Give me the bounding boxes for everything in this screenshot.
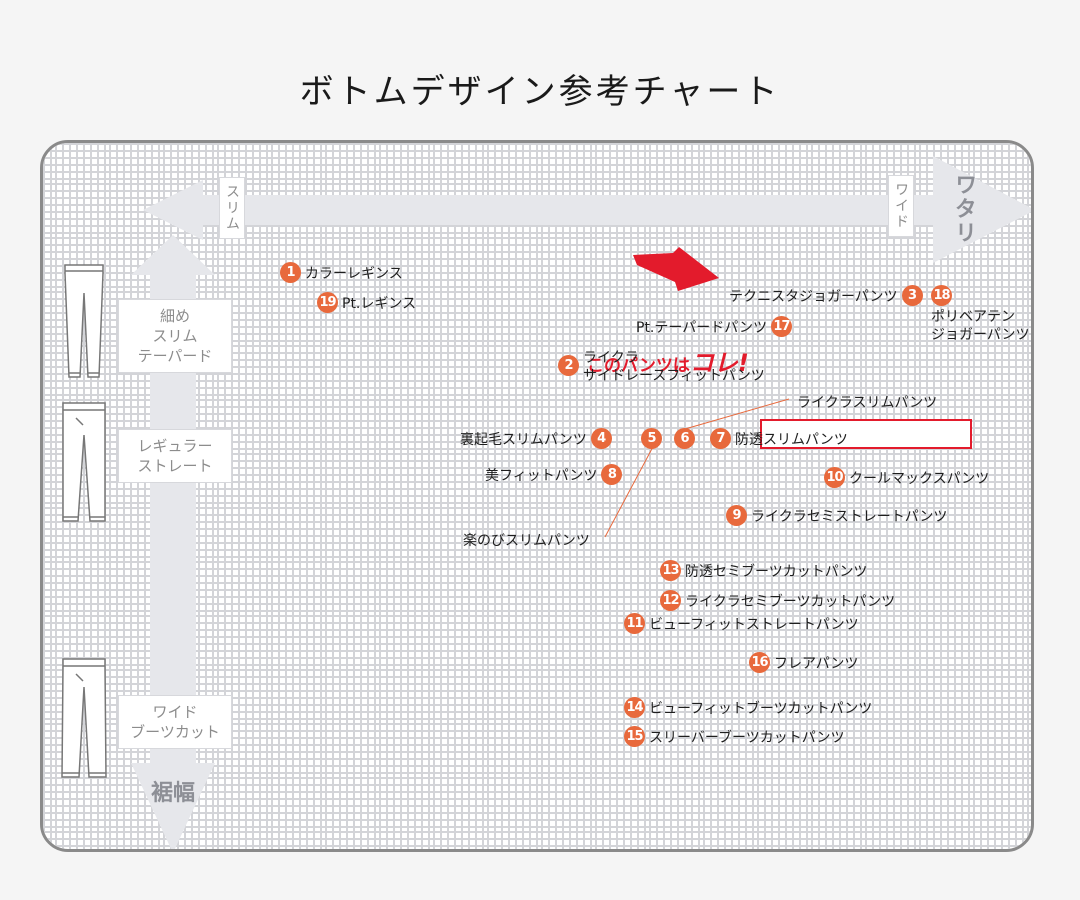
item-10: 10 クールマックスパンツ [824, 467, 989, 488]
item-14: 14 ビューフィットブーツカットパンツ [624, 697, 872, 718]
watari-label: ワタリ [951, 173, 976, 245]
slim-axis-label: スリム [219, 177, 245, 239]
item-label: Pt.テーパードパンツ [636, 319, 767, 336]
chart-panel: スリム ワイド ワタリ 裾幅 細め スリム テーパード レギュラー ストレート … [40, 140, 1034, 852]
item-18: 18 ポリベアテン ジョガーパンツ [931, 285, 1030, 344]
number-badge: 19 [317, 292, 338, 313]
number-badge: 14 [624, 697, 645, 718]
number-badge: 5 [641, 428, 662, 449]
item-label: ポリベアテン ジョガーパンツ [931, 309, 1030, 343]
item-label: 防透セミブーツカットパンツ [685, 563, 868, 580]
item-5: 5 [641, 428, 662, 449]
item-label: 美フィットパンツ [485, 467, 598, 484]
item-label: ライクラ サイドレースフィットパンツ [583, 350, 765, 384]
wide-axis-label: ワイド [888, 175, 914, 237]
item-16: 16 フレアパンツ [749, 652, 858, 673]
category-wide-bootcut: ワイド ブーツカット [118, 695, 232, 749]
item-label: フレアパンツ [774, 655, 859, 672]
item-7: 7 防透スリムパンツ [710, 428, 848, 449]
item-label: ライクラセミストレートパンツ [751, 508, 948, 525]
item-label: ビューフィットストレートパンツ [649, 616, 859, 633]
page-title: ボトムデザイン参考チャート [299, 72, 781, 112]
number-badge: 18 [931, 285, 952, 306]
callout-prefix: このパンツは [587, 356, 690, 376]
item-label: クールマックスパンツ [849, 470, 990, 487]
item-label: Pt.レギンス [342, 295, 417, 312]
number-badge: 17 [770, 316, 792, 337]
bootcut-pants-icon [61, 658, 107, 778]
slim-pants-icon [64, 264, 104, 378]
highlight-box [760, 419, 972, 449]
number-badge: 3 [901, 285, 923, 306]
item-label: ライクラスリムパンツ [797, 395, 938, 411]
leader-line-raikura-slim [684, 398, 790, 430]
item-17: Pt.テーパードパンツ 17 [636, 316, 792, 337]
item-1: 1 カラーレギンス [280, 262, 403, 283]
number-badge: 1 [280, 262, 301, 283]
number-badge: 16 [749, 652, 770, 673]
callout-arrow [633, 247, 719, 291]
number-badge: 13 [660, 560, 681, 581]
item-label: テクニスタジョガーパンツ [729, 288, 898, 305]
straight-pants-icon [62, 402, 106, 522]
number-badge: 10 [824, 467, 845, 488]
category-regular-straight: レギュラー ストレート [118, 429, 232, 483]
number-badge: 4 [590, 428, 612, 449]
item-label: カラーレギンス [305, 265, 403, 282]
callout-text: このパンツはコレ! [587, 343, 749, 378]
item-15: 15 スリーバーブーツカットパンツ [624, 726, 844, 747]
item-label: ライクラセミブーツカットパンツ [685, 593, 896, 610]
item-label: ビューフィットブーツカットパンツ [649, 700, 873, 717]
horizontal-axis-arrow [143, 156, 1031, 263]
number-badge: 8 [601, 464, 623, 485]
category-slim-tapered: 細め スリム テーパード [118, 299, 232, 373]
item-6: 6 [674, 428, 695, 449]
item-label: 楽のびスリムパンツ [463, 533, 590, 549]
item-rakunobi: 楽のびスリムパンツ [463, 530, 590, 550]
item-raikura-slim: ライクラスリムパンツ [797, 392, 937, 412]
item-12: 12 ライクラセミブーツカットパンツ [660, 590, 895, 611]
item-19: 19 Pt.レギンス [317, 292, 416, 313]
number-badge: 11 [624, 613, 645, 634]
callout-emphasis: コレ! [689, 349, 749, 377]
leader-line-rakunobi [604, 442, 656, 538]
item-2: 2 ライクラ サイドレースフィットパンツ [558, 349, 765, 385]
item-3: テクニスタジョガーパンツ 3 [729, 285, 923, 306]
item-8: 美フィットパンツ 8 [485, 464, 623, 485]
item-label: 防透スリムパンツ [735, 431, 848, 448]
number-badge: 9 [726, 505, 747, 526]
number-badge: 12 [660, 590, 681, 611]
item-9: 9 ライクラセミストレートパンツ [726, 505, 947, 526]
number-badge: 6 [674, 428, 695, 449]
item-label: 裏起毛スリムパンツ [460, 431, 587, 448]
item-11: 11 ビューフィットストレートパンツ [624, 613, 859, 634]
item-4: 裏起毛スリムパンツ 4 [460, 428, 612, 449]
number-badge: 15 [624, 726, 645, 747]
susohaba-label: 裾幅 [151, 781, 196, 806]
number-badge: 7 [710, 428, 731, 449]
item-13: 13 防透セミブーツカットパンツ [660, 560, 867, 581]
item-label: スリーバーブーツカットパンツ [649, 729, 845, 746]
number-badge: 2 [558, 355, 579, 376]
